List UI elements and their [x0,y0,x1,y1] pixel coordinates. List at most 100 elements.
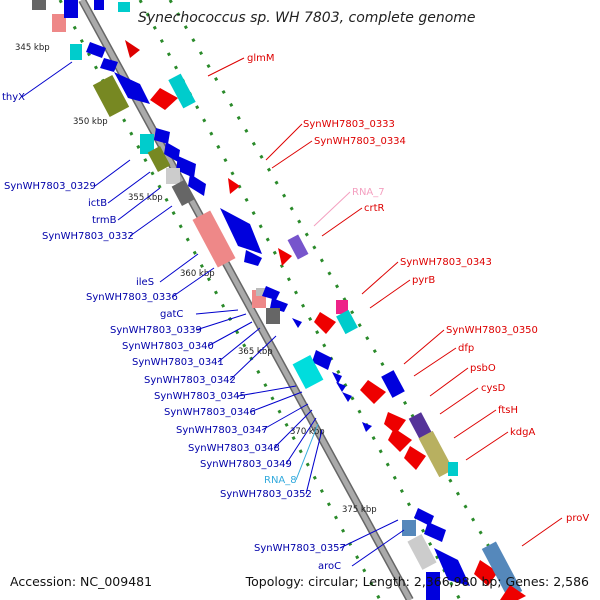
gene-label-thyx: thyX [2,92,25,103]
gene-arrow [176,156,196,178]
reverse-features [94,0,526,600]
gene-label-synwh7803-0341: SynWH7803_0341 [132,357,224,368]
gene-block [140,134,154,154]
gene-arrow [314,312,336,334]
gene-block [448,462,458,476]
gene-arrow [86,42,106,58]
gene-label-pyrb: pyrB [412,275,435,286]
gene-block [418,430,454,478]
kbp-tick-label: 350 kbp [73,117,108,127]
gene-label-trmb: trmB [92,215,117,226]
gene-arrow [154,128,170,144]
gene-label-synwh7803-0352: SynWH7803_0352 [220,489,312,500]
gene-block [266,308,280,324]
forward-features [32,0,470,600]
gene-label-dfp: dfp [458,343,474,354]
gene-arrow [336,382,346,392]
gene-label-ictb: ictB [88,198,107,209]
kbp-tick-label: 365 kbp [238,347,273,357]
gene-arrow [262,286,280,300]
gene-block [292,354,324,390]
gene-label-kdga: kdgA [510,427,535,438]
gene-label-iles: ileS [136,277,154,288]
gene-label-synwh7803-0345: SynWH7803_0345 [154,391,246,402]
kbp-tick-label: 345 kbp [15,43,50,53]
gene-arrow [332,372,342,384]
gene-label-crtr: crtR [364,203,385,214]
gene-arrow [384,412,406,434]
gene-arrow [188,174,206,196]
gene-block [407,534,437,570]
gene-arrow [434,548,470,586]
gene-block [287,234,309,260]
gene-label-psbo: psbO [470,363,496,374]
gene-arrow [404,446,426,470]
kbp-tick-label: 355 kbp [128,193,163,203]
left-gene-labels: thyX SynWH7803_0329 ictB trmB SynWH7803_… [2,92,346,572]
map-title: Synechococcus sp. WH 7803, complete geno… [138,10,476,26]
gene-label-rna-7: RNA_7 [352,187,385,198]
gene-label-synwh7803-0343: SynWH7803_0343 [400,257,492,268]
right-leader-lines [207,57,563,547]
gene-arrow [220,208,262,254]
gene-label-synwh7803-0347: SynWH7803_0347 [176,425,268,436]
gene-block [381,370,405,398]
gene-label-rna-8: RNA_8 [264,475,297,486]
gene-block [147,146,171,172]
gene-label-aroc: aroC [318,561,341,572]
gene-label-synwh7803-0349: SynWH7803_0349 [200,459,292,470]
gene-label-gatc: gatC [160,309,183,320]
gene-label-synwh7803-0346: SynWH7803_0346 [164,407,256,418]
gene-label-synwh7803-0334: SynWH7803_0334 [314,136,406,147]
gene-block [118,2,130,12]
gene-arrow [500,585,526,600]
gene-block [70,44,82,60]
gene-arrow [228,178,240,194]
gene-block [166,168,180,184]
gene-arrow [244,250,262,266]
gene-label-ftsh: ftsH [498,405,518,416]
gene-arrow [414,508,434,526]
gene-label-synwh7803-0336: SynWH7803_0336 [86,292,178,303]
gene-label-synwh7803-0350: SynWH7803_0350 [446,325,538,336]
gene-block [64,0,78,18]
gene-label-synwh7803-0342: SynWH7803_0342 [144,375,236,386]
gene-arrow [312,350,332,370]
gene-arrow [424,522,446,542]
gene-label-synwh7803-0329: SynWH7803_0329 [4,181,96,192]
gene-label-synwh7803-0333: SynWH7803_0333 [303,119,395,130]
gene-block [32,0,46,10]
gene-block [168,73,196,109]
gene-label-synwh7803-0339: SynWH7803_0339 [110,325,202,336]
kbp-tick-label: 375 kbp [342,505,377,515]
topology-label: Topology: circular; Length: 2,366,980 bp… [245,574,589,589]
gene-arrow [278,248,292,266]
kbp-tick-label: 360 kbp [180,269,215,279]
gene-arrow [114,72,150,104]
gene-label-synwh7803-0357: SynWH7803_0357 [254,543,346,554]
gene-block [481,541,523,599]
gene-block [336,300,348,314]
gene-block [256,288,266,296]
gene-block [336,309,358,335]
gene-label-synwh7803-0348: SynWH7803_0348 [188,443,280,454]
gene-arrow [362,422,372,432]
gene-arrow [150,88,178,110]
gene-label-prov: proV [566,513,589,524]
gene-block [52,14,66,32]
gene-arrow [292,318,302,328]
gene-label-synwh7803-0332: SynWH7803_0332 [42,231,134,242]
gene-label-glmm: glmM [247,53,275,64]
accession-label: Accession: NC_009481 [10,574,152,589]
gene-block [426,572,440,600]
gene-arrow [125,40,140,58]
gene-arrow [388,428,412,452]
gene-label-synwh7803-0340: SynWH7803_0340 [122,341,214,352]
gene-arrow [474,560,498,586]
gene-arrow [360,380,386,404]
gene-arrow [342,392,352,402]
gene-arrow [164,142,180,162]
left-leader-lines [21,61,405,567]
